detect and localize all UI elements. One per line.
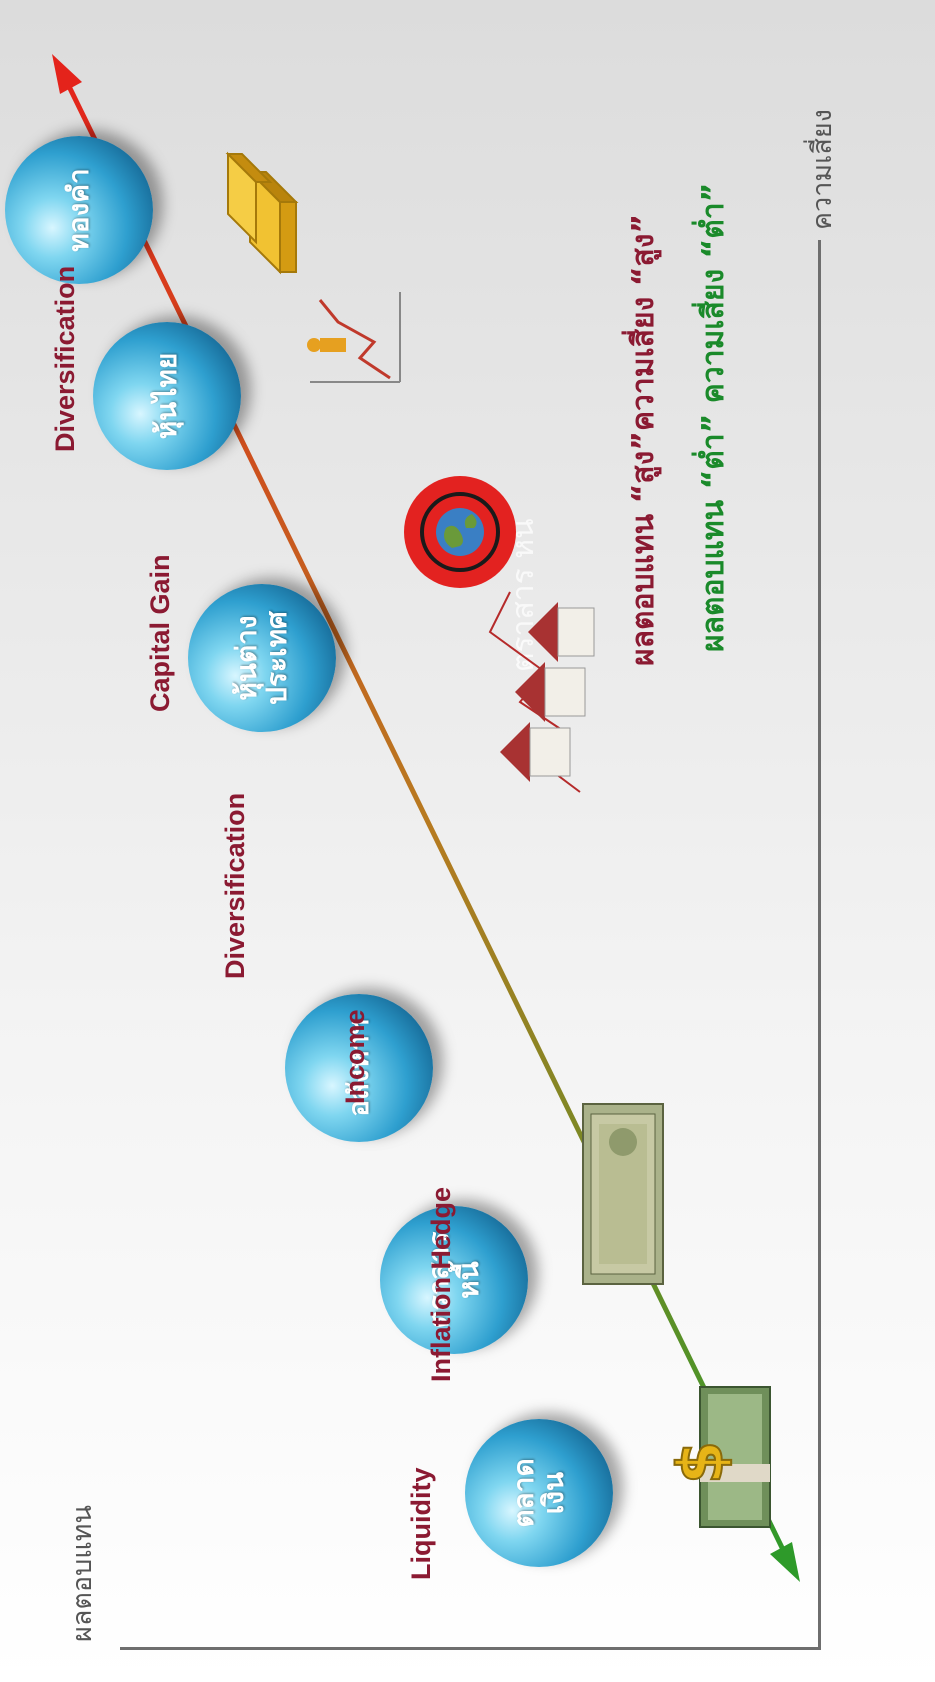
category-label-diversification-1: Diversification xyxy=(220,792,250,979)
asset-ball-label-line2: ประเทศ xyxy=(260,611,293,705)
gold-bars-icon xyxy=(225,151,299,275)
asset-ball-foreign-stocks: หุ้นต่าง ประเทศ xyxy=(188,584,336,732)
asset-ball-thai-stocks: หุ้นไทย xyxy=(93,322,241,470)
category-label-diversification-2: Diversification xyxy=(50,265,80,452)
asset-ball-gold: ทองคำ xyxy=(5,136,153,284)
asset-ball-label-line1: หุ้นไทย xyxy=(150,352,183,440)
stock-chart-icon xyxy=(307,292,401,383)
asset-ball-label-line2: หนี้ xyxy=(452,1261,485,1299)
category-label-capital-gain: Capital Gain xyxy=(145,554,175,712)
high-risk-note: ผลตอบแทน “สูง”ความเสี่ยง “สูง” xyxy=(626,213,661,666)
bond-certificates-icon xyxy=(582,1103,664,1285)
asset-ball-label-line1: ทองคำ xyxy=(62,168,95,252)
asset-ball-money-market: ตลาด เงิน xyxy=(465,1419,613,1567)
money-dollar-icon: $ xyxy=(663,1386,771,1528)
low-risk-note: ผลตอบแทน “ต่ำ” ความเสี่ยง “ต่ำ” xyxy=(696,182,731,652)
category-label-income: Income xyxy=(340,1009,370,1104)
globe-icon xyxy=(404,476,516,588)
real-estate-houses-icon xyxy=(488,591,595,793)
asset-ball-label-line1: หุ้นต่าง xyxy=(230,615,263,701)
category-label-liquidity: Liquidity xyxy=(406,1467,436,1580)
asset-ball-label-line2: เงิน xyxy=(537,1471,570,1515)
asset-ball-label-line1: ตลาด xyxy=(507,1458,540,1528)
category-label-inflation-hedge: Inflation Hedge xyxy=(426,1187,456,1382)
svg-text:$: $ xyxy=(664,1441,737,1484)
